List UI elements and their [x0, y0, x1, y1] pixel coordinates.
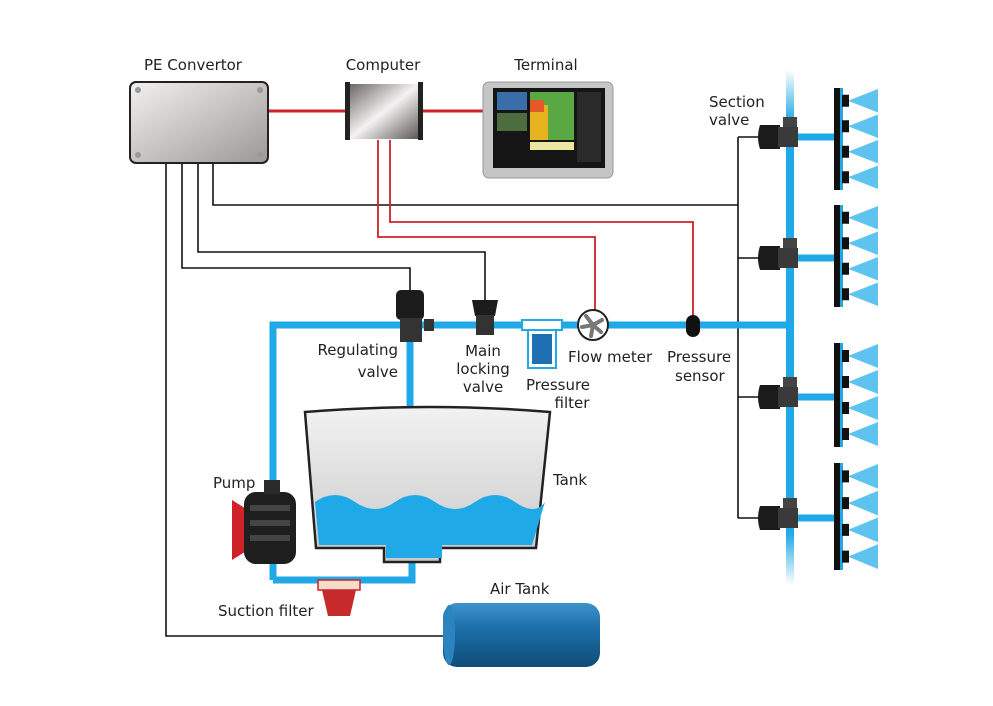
spray-nozzle: [848, 517, 878, 543]
label-suction-filter: Suction filter: [218, 602, 315, 620]
nozzle-group: [834, 463, 878, 570]
signal-wires: [268, 109, 694, 316]
section-valve: [758, 498, 798, 530]
label-computer: Computer: [346, 56, 421, 74]
label-main-locking-valve-1: Main: [465, 342, 501, 360]
section-valve: [758, 238, 798, 270]
tank: [303, 405, 552, 564]
flow-meter: [577, 309, 609, 341]
spray-nozzle: [848, 544, 878, 569]
spray-nozzle: [848, 422, 878, 446]
label-regulating-valve-1: Regulating: [318, 341, 398, 359]
wire-pressure-sensor: [389, 140, 694, 316]
computer: [345, 82, 423, 140]
label-pe-convertor: PE Convertor: [144, 56, 243, 74]
pressure-filter: [521, 319, 563, 369]
label-terminal: Terminal: [513, 56, 577, 74]
label-pressure-sensor-1: Pressure: [667, 348, 731, 366]
wire-regulating-valve: [181, 163, 411, 290]
pump: [232, 480, 296, 564]
spray-nozzle: [848, 231, 878, 255]
wire-main-locking-valve: [197, 163, 486, 300]
spray-nozzle: [848, 257, 878, 281]
wire-section-bus: [212, 163, 738, 206]
section-valves: [758, 117, 798, 530]
nozzle-group: [834, 88, 878, 190]
label-pump: Pump: [213, 474, 255, 492]
spray-nozzle: [848, 490, 878, 516]
label-section-valve-2: valve: [709, 111, 749, 129]
spray-nozzle: [848, 396, 878, 420]
labels: PE Convertor Computer Terminal Section v…: [144, 56, 765, 620]
label-flow-meter: Flow meter: [568, 348, 653, 366]
nozzle-groups: [834, 88, 878, 570]
label-pressure-filter-2: filter: [555, 394, 591, 412]
label-main-locking-valve-2: locking: [456, 360, 509, 378]
regulating-valve: [396, 290, 434, 342]
label-tank: Tank: [552, 471, 587, 489]
air-tank: [443, 603, 600, 667]
section-valve: [758, 377, 798, 409]
pressure-sensor: [686, 315, 700, 337]
spray-nozzle: [848, 464, 878, 489]
spray-nozzle: [848, 165, 878, 189]
wire-air-tank: [165, 163, 443, 637]
nozzle-group: [834, 205, 878, 307]
pe-convertor: [129, 81, 269, 164]
label-main-locking-valve-3: valve: [463, 378, 503, 396]
spray-nozzle: [848, 344, 878, 368]
spray-nozzle: [848, 140, 878, 164]
spray-nozzle: [848, 282, 878, 306]
suction-filter: [317, 579, 361, 616]
label-air-tank: Air Tank: [490, 580, 550, 598]
spray-nozzle: [848, 370, 878, 394]
main-locking-valve: [472, 300, 498, 335]
label-pressure-sensor-2: sensor: [675, 367, 726, 385]
wire-flow-meter: [377, 140, 596, 311]
section-valve: [758, 117, 798, 149]
spray-nozzle: [848, 89, 878, 113]
label-regulating-valve-2: valve: [358, 363, 398, 381]
label-pressure-filter-1: Pressure: [526, 376, 590, 394]
spray-nozzle: [848, 114, 878, 138]
spray-nozzle: [848, 206, 878, 230]
boom-manifold: [786, 70, 794, 585]
terminal-display: [482, 81, 614, 179]
label-section-valve-1: Section: [709, 93, 765, 111]
nozzle-group: [834, 343, 878, 447]
